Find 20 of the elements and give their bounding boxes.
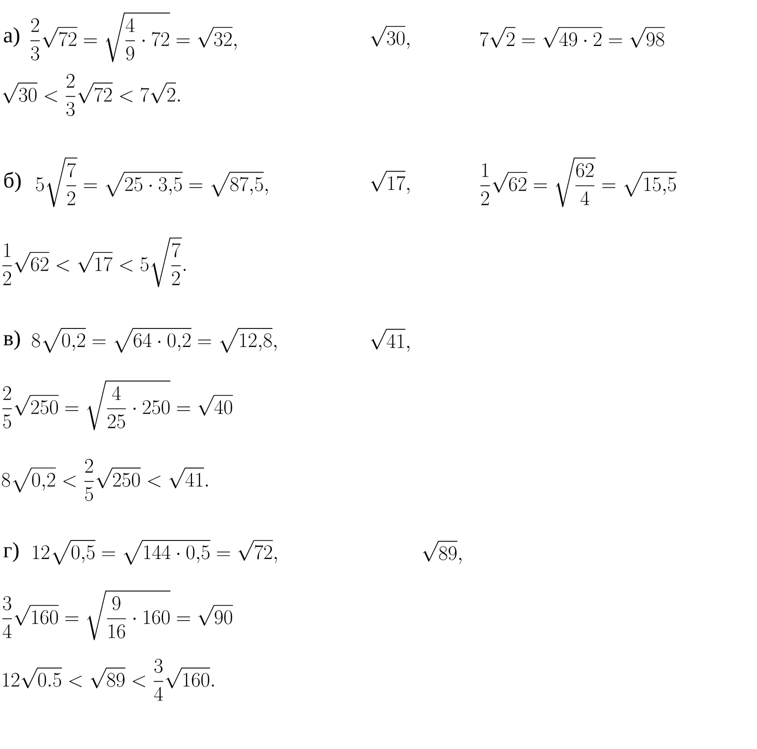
formula: $\frac{2}{3}\sqrt{72}=\sqrt{\frac{4}{9}\cdot 72}=\sqrt{32},$: [30, 12, 237, 62]
formula: $12\sqrt{0.5}<\sqrt{89}<\frac{3}{4}\sqrt{160}.$: [3, 658, 214, 701]
item-letter: б): [4, 172, 21, 192]
formula: $\frac{3}{4}\sqrt{160}=\sqrt{\frac{9}{16}\cdot 160}=\sqrt{90}$: [2, 590, 233, 640]
formula: $\frac{1}{2}\sqrt{62}<\sqrt{17}<5\sqrt{\frac{7}{2}}.$: [2, 238, 186, 288]
formula: $8\sqrt{0{,}2}<\frac{2}{5}\sqrt{250}<\sqrt{41}.$: [2, 458, 208, 502]
formula: $\frac{2}{5}\sqrt{250}=\sqrt{\frac{4}{25}\cdot 250}=\sqrt{40}$: [2, 380, 233, 430]
item-letter: в): [4, 330, 20, 350]
formula: $\sqrt{41},$: [370, 328, 410, 352]
formula: $\sqrt{30}<\frac{2}{3}\sqrt{72}<7\sqrt{2}.$: [2, 74, 180, 116]
item-letter: а): [4, 27, 20, 47]
formula: $\frac{1}{2}\sqrt{62}=\sqrt{\frac{62}{4}}=\sqrt{15{,}5}$: [480, 158, 677, 208]
formula: $\sqrt{17},$: [370, 170, 410, 194]
formula: $12\sqrt{0{,}5}=\sqrt{144\cdot 0{,}5}=\sqrt{72},$: [33, 540, 277, 565]
formula: $8\sqrt{0{,}2}=\sqrt{64\cdot 0{,}2}=\sqrt{12{,}8},$: [32, 328, 276, 353]
formula: $\sqrt{89},$: [422, 540, 462, 564]
item-letter: г): [4, 542, 19, 562]
formula: $\sqrt{30},$: [370, 26, 410, 49]
formula: $7\sqrt{2}=\sqrt{49\cdot 2}=\sqrt{98}$: [480, 27, 665, 48]
formula: $5\sqrt{\frac{7}{2}}=\sqrt{25\cdot 3{,}5}=\sqrt{87{,}5},$: [36, 158, 268, 208]
